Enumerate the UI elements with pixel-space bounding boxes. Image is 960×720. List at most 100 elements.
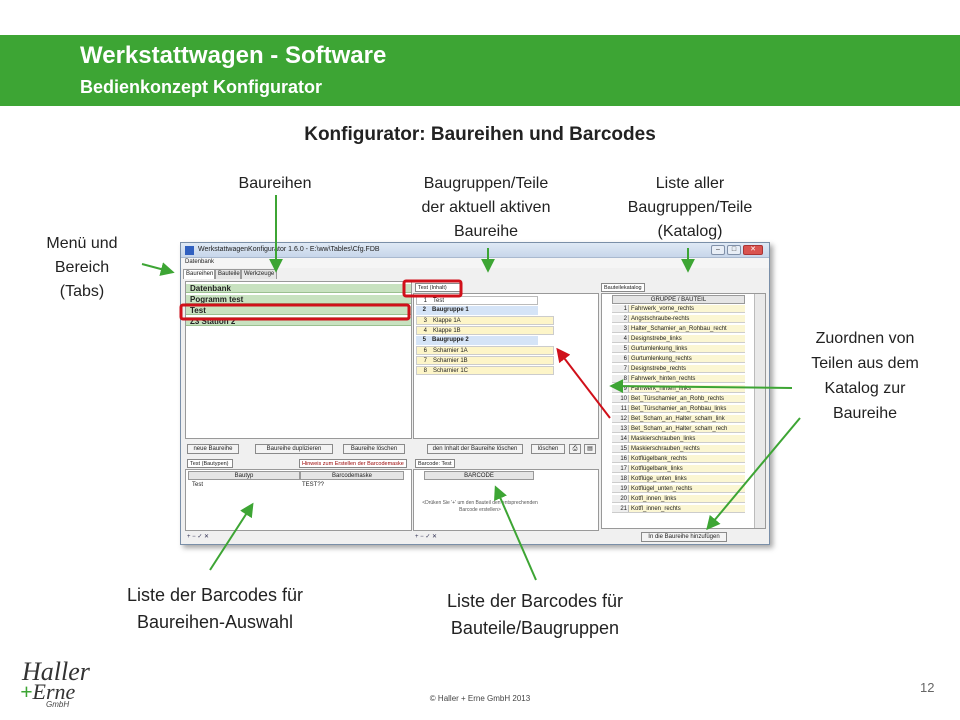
row-number: 2 (422, 307, 426, 313)
delete-content-button[interactable]: löschen (531, 444, 565, 454)
column-barcodemaske[interactable]: Barcodemaske (300, 471, 404, 480)
callout-line: Baureihen-Auswahl (136, 612, 294, 632)
row-label: Test (433, 298, 445, 304)
barcode-series-cell[interactable]: Test (192, 482, 204, 488)
catalog-scrollbar[interactable] (754, 294, 765, 528)
menu-datenbank[interactable]: Datenbank (185, 259, 215, 265)
callout-line: Baureihen (238, 175, 312, 192)
catalog-item-name: Designstrebe_rechts (629, 365, 745, 372)
expand-icon[interactable]: ▤ (584, 444, 596, 454)
series-item[interactable]: Pogramm test (186, 295, 411, 304)
company-logo-gmbh: GmbH (46, 700, 70, 709)
catalog-item-name: Gurtumlenkung_links (629, 345, 745, 352)
callout-menu: Menü und Bereich (Tabs) (22, 232, 142, 304)
row-number: 1 (423, 298, 427, 304)
content-row-part[interactable]: 8 Scharnier 1C (416, 366, 554, 375)
content-row-part[interactable]: 3 Klappe 1A (416, 316, 554, 325)
callout-line: Baugruppen/Teile (627, 199, 753, 216)
barcode-series-panel: Bautyp Barcodemaske Test TEST?? (185, 469, 412, 531)
slide-header-bar (0, 35, 960, 106)
column-barcode[interactable]: BARCODE (424, 471, 534, 480)
content-row-part[interactable]: 4 Klappe 1B (416, 326, 554, 335)
series-item-selected[interactable]: Test (186, 306, 411, 315)
content-row-part[interactable]: 6 Scharnier 1A (416, 346, 554, 355)
row-label: Scharnier 1A (433, 348, 468, 354)
catalog-item-name: Bet_Türschamier_an_Rohb_rechts (629, 395, 745, 402)
catalog-item-name: Maskierschrauben_rechts (629, 445, 745, 452)
column-bautyp[interactable]: Bautyp (188, 471, 300, 480)
tab-werkzeuge[interactable]: Werkzeuge (241, 269, 277, 279)
callout-line: Liste der Barcodes für (126, 585, 304, 605)
arrow-menu (141, 262, 175, 276)
tab-bauteile[interactable]: Bauteile (215, 269, 241, 279)
series-item[interactable]: Datenbank (186, 284, 411, 293)
barcode-parts-toolbar[interactable]: + − ✓ ✕ (415, 534, 438, 540)
callout-barcodes-parts: Liste der Barcodes für Bauteile/Baugrupp… (400, 588, 670, 642)
catalog-tab[interactable]: Bauteilekatalog (601, 283, 645, 292)
content-tab[interactable]: Test (Inhalt) (415, 283, 461, 292)
callout-line: Katalog zur (824, 380, 906, 397)
row-number: 6 (423, 348, 427, 354)
duplicate-series-button[interactable]: Baureihe duplizieren (255, 444, 333, 454)
app-titlebar[interactable]: WerkstattwagenKonfigurator 1.6.0 - E:\ww… (181, 243, 769, 258)
column-gruppe-bauteil[interactable]: GRUPPE / BAUTEIL (612, 295, 745, 304)
slide-title: Werkstattwagen - Software (80, 42, 387, 69)
content-row-root[interactable]: 1 Test (416, 296, 538, 305)
add-to-series-button[interactable]: In die Baureihe hinzufügen (641, 532, 727, 542)
company-logo-erne: +Erne (20, 681, 75, 703)
callout-catalog: Liste aller Baugruppen/Teile (Katalog) (600, 172, 780, 244)
minimize-button[interactable]: – (711, 245, 725, 255)
series-item[interactable]: Z3 Station 2 (186, 317, 411, 326)
catalog-item-number: 8 (612, 375, 629, 382)
content-panel: 1 Test 2 Baugruppe 1 3 Klappe 1A 4 Klapp… (413, 293, 599, 439)
catalog-item-number: 2 (612, 315, 629, 322)
callout-line: Baugruppen/Teile (423, 175, 549, 192)
catalog-item-name: Fahrwerk_hinten_rechts (629, 375, 745, 382)
content-row-group[interactable]: 5 Baugruppe 2 (416, 336, 538, 345)
close-button[interactable]: ✕ (743, 245, 763, 255)
new-series-button[interactable]: neue Baureihe (187, 444, 239, 454)
catalog-item-number: 20 (612, 495, 629, 502)
barcode-parts-tab[interactable]: Barcode: Test (415, 459, 455, 468)
callout-line: Bereich (54, 259, 110, 276)
row-number: 7 (423, 358, 427, 364)
row-label: Scharnier 1C (433, 368, 469, 374)
barcode-series-toolbar[interactable]: + − ✓ ✕ (187, 534, 210, 540)
barcode-series-tab[interactable]: Test (Bautypen) (187, 459, 233, 468)
print-icon[interactable]: ⎙ (569, 444, 581, 454)
content-row-part[interactable]: 7 Scharnier 1B (416, 356, 554, 365)
delete-series-button[interactable]: Baureihe löschen (343, 444, 405, 454)
callout-groups: Baugruppen/Teile der aktuell aktiven Bau… (386, 172, 586, 244)
callout-line: der aktuell aktiven (421, 199, 551, 216)
catalog-item-number: 4 (612, 335, 629, 342)
content-row-group[interactable]: 2 Baugruppe 1 (416, 306, 538, 315)
maximize-button[interactable]: □ (727, 245, 741, 255)
tab-baureihen[interactable]: Baureihen (183, 269, 215, 279)
barcode-series-cell[interactable]: TEST?? (302, 482, 325, 488)
clear-content-button[interactable]: den Inhalt der Baureihe löschen (427, 444, 523, 454)
barcode-hint-tab[interactable]: Hinweis zum Erstellen der Barcodemaske (299, 459, 407, 468)
catalog-item-number: 15 (612, 445, 629, 452)
catalog-item-number: 5 (612, 345, 629, 352)
